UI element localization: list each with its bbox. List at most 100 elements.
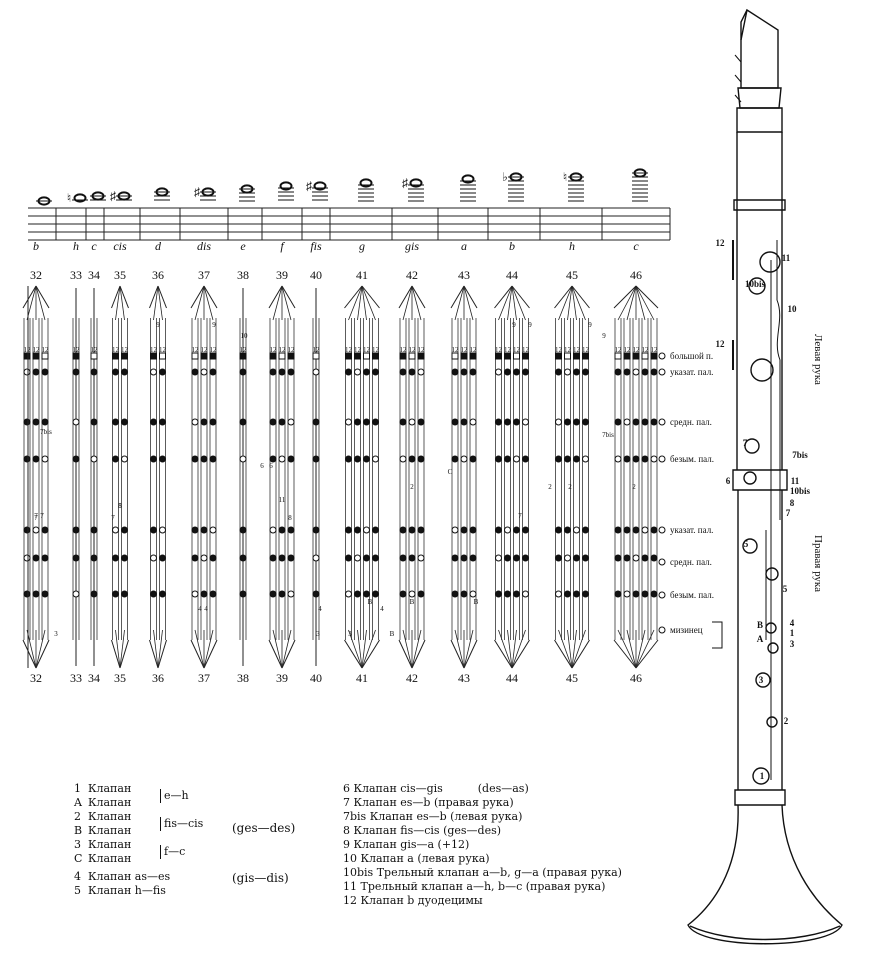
fan-line: [636, 286, 654, 320]
tone-hole: [313, 591, 319, 597]
barrel: [737, 108, 782, 132]
fan-line: [464, 640, 477, 668]
tone-hole: [583, 555, 589, 561]
legend-brace-label: e—h: [160, 789, 189, 803]
tone-hole: [574, 419, 580, 425]
tone-hole: [91, 456, 97, 462]
clarinet-key-labels: 121110bis101277bis61110bis8755BA413321: [716, 238, 811, 781]
column-number-bottom: 35: [114, 671, 126, 685]
tone-hole: [201, 555, 207, 561]
tone-hole: [505, 456, 511, 462]
small-key-mark: 9: [602, 332, 606, 340]
small-key-mark: 10: [241, 332, 249, 340]
fingering-column-38: 383812: [237, 268, 249, 685]
tone-hole: [633, 555, 639, 561]
tone-hole: [624, 527, 630, 533]
tone-hole: [279, 419, 285, 425]
tone-hole: [240, 527, 246, 533]
thumb-key-square: [470, 353, 476, 359]
tone-hole: [615, 369, 621, 375]
key-label: 7: [743, 438, 748, 448]
tone-hole: [418, 555, 424, 561]
tone-hole: [496, 527, 502, 533]
small-key-mark: 7: [518, 512, 522, 520]
tone-hole: [651, 591, 657, 597]
tone-hole: [33, 456, 39, 462]
pinky-bracket: [712, 622, 722, 648]
tone-hole: [113, 527, 119, 533]
thumb-key-square: [113, 353, 119, 359]
row-label: средн. пал.: [670, 557, 712, 567]
tone-hole: [24, 369, 30, 375]
tone-hole: [461, 527, 467, 533]
tone-hole: [400, 527, 406, 533]
row-indicator: [659, 627, 665, 633]
tone-hole: [624, 419, 630, 425]
fan-line: [191, 640, 204, 668]
key-label: 12: [716, 238, 726, 248]
tone-hole: [523, 369, 529, 375]
legend-key-number: 1: [74, 782, 88, 796]
fan-line: [282, 286, 291, 320]
tone-hole: [201, 527, 207, 533]
note-head: [75, 194, 86, 201]
tone-hole: [452, 419, 458, 425]
tone-hole: [192, 555, 198, 561]
tone-hole: [313, 369, 319, 375]
tone-hole: [642, 555, 648, 561]
fan-line: [36, 640, 49, 668]
column-number-top: 46: [630, 268, 642, 282]
note-head: [463, 175, 474, 182]
fan-line: [273, 286, 282, 320]
tone-hole: [409, 456, 415, 462]
tone-hole: [364, 369, 370, 375]
legend-key-number: 3: [74, 838, 88, 852]
small-key-mark: 9: [212, 321, 216, 329]
tone-hole: [151, 369, 157, 375]
fan-line: [23, 286, 36, 308]
tone-hole: [452, 591, 458, 597]
fingering-column-39: 3939121212: [269, 268, 295, 685]
tone-hole: [574, 555, 580, 561]
tone-hole: [615, 591, 621, 597]
note-name: e: [240, 239, 246, 253]
tone-hole: [470, 419, 476, 425]
legend-key-text: Клапан as—es: [88, 870, 170, 883]
tone-hole: [556, 527, 562, 533]
accidental-mark: ♯: [110, 189, 116, 203]
key-label: 5: [783, 584, 788, 594]
tone-hole: [452, 456, 458, 462]
small-key-mark: 6: [269, 462, 273, 470]
fan-line: [273, 630, 282, 668]
tone-hole: [565, 419, 571, 425]
fan-line: [412, 630, 421, 668]
tone-hole: [624, 456, 630, 462]
tone-hole: [651, 555, 657, 561]
tone-hole: [192, 456, 198, 462]
tone-hole: [373, 419, 379, 425]
thumb-key-square: [210, 353, 216, 359]
note-head: [411, 179, 422, 186]
key-label: 12: [716, 339, 726, 349]
small-key-mark: B: [368, 598, 373, 606]
tone-hole: [33, 591, 39, 597]
clarinet-key: [766, 568, 778, 580]
tone-hole: [633, 456, 639, 462]
tone-hole: [633, 369, 639, 375]
tone-hole: [288, 419, 294, 425]
tone-hole: [583, 419, 589, 425]
legend-brace-label: fis—cis: [160, 817, 203, 831]
column-number-top: 43: [458, 268, 470, 282]
middle-joint: [733, 470, 787, 490]
note-head: [281, 182, 292, 189]
clarinet-key: [767, 717, 777, 727]
thumb-key-square: [565, 353, 571, 359]
tone-hole: [73, 456, 79, 462]
tone-hole: [514, 555, 520, 561]
thumb-key-square: [409, 353, 415, 359]
small-key-mark: 9: [588, 321, 592, 329]
tone-hole: [496, 591, 502, 597]
key-label: 7: [786, 508, 791, 518]
tone-hole: [514, 456, 520, 462]
fan-line: [618, 286, 636, 320]
